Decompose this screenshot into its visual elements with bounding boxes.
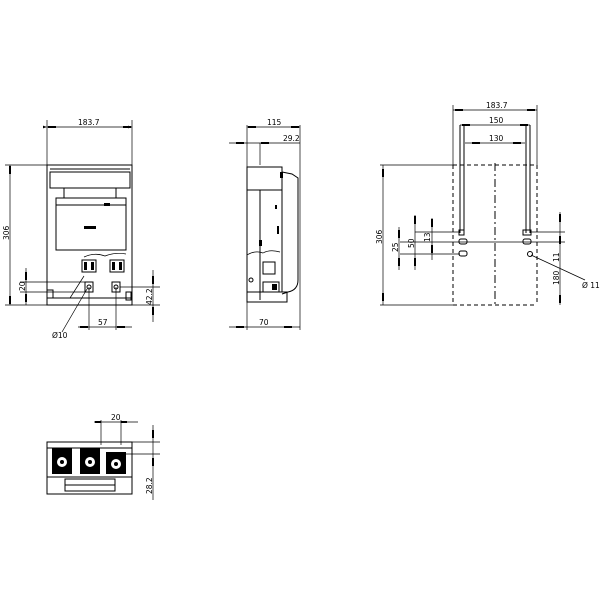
mount-mid-width-label: 150: [489, 116, 504, 125]
front-terminal-height-label: 42.2: [145, 288, 154, 305]
mount-v50-label: 50: [407, 238, 416, 248]
front-offset-label: 20: [18, 281, 27, 291]
front-height-label: 306: [2, 225, 11, 240]
side-cover-label: 29.2: [283, 134, 300, 143]
mount-v25-label: 25: [391, 242, 400, 252]
mount-outer-width-label: 183.7: [486, 101, 508, 110]
bottom-depth-label: 28.2: [145, 477, 154, 494]
front-hole-label: Ø10: [52, 331, 68, 340]
front-view: 183.7 306: [2, 118, 160, 340]
mounting-view: 183.7 150 130 306: [375, 101, 600, 307]
side-base-depth-label: 70: [259, 318, 269, 327]
bottom-view: 20 28.2: [46, 413, 160, 500]
mount-height-label: 306: [375, 229, 384, 244]
front-width-label: 183.7: [78, 118, 100, 127]
mount-v180-label: 180: [552, 270, 561, 285]
mount-v13-label: 13: [423, 232, 432, 242]
side-view: 115 29.2 70: [229, 118, 301, 330]
mount-hole-label: Ø 11: [582, 281, 600, 290]
front-spacing-label: 57: [98, 318, 108, 327]
mount-v11-label: 11: [552, 252, 561, 262]
bottom-pitch-label: 20: [111, 413, 121, 422]
side-depth-label: 115: [267, 118, 282, 127]
mount-inner-width-label: 130: [489, 134, 504, 143]
